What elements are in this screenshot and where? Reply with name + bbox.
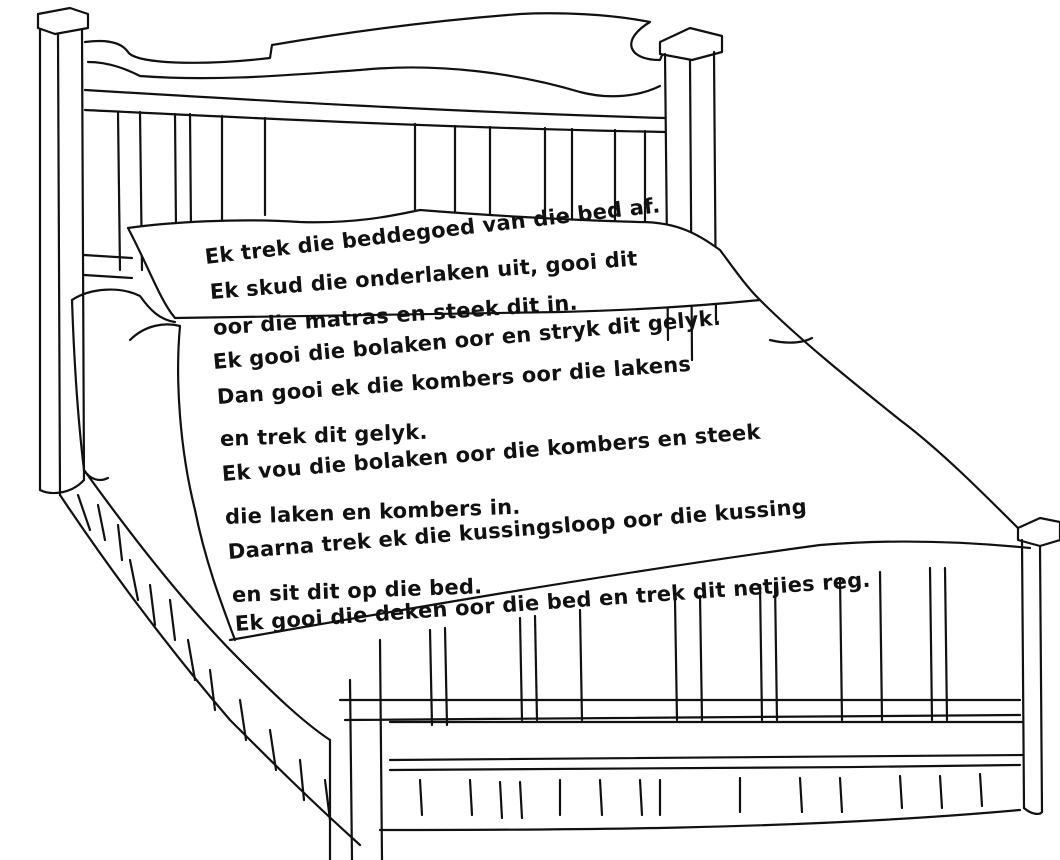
blanket-front-edge [128,323,237,642]
blanket-right-side [758,298,1032,542]
mattress-top-left [70,288,177,324]
blanket-fold [768,336,814,344]
mattress-left-side [70,298,110,481]
headboard-crest-lower [86,60,662,98]
bed-skirt-pleats-left [76,493,332,822]
bed-skirt-bottom-left [58,493,362,847]
left-headboard-post [36,6,90,497]
headboard-top-rail [83,88,667,120]
pillow [126,208,762,320]
headboard-crest [83,12,667,64]
right-headboard-post [658,26,724,362]
headboard-top-rail-lower [83,108,667,134]
bed-skirt-left [82,468,332,742]
footboard [228,540,1032,860]
bed-skirt-front [378,763,1022,832]
head-side-rail [82,253,134,280]
right-footboard-post [1016,516,1060,815]
